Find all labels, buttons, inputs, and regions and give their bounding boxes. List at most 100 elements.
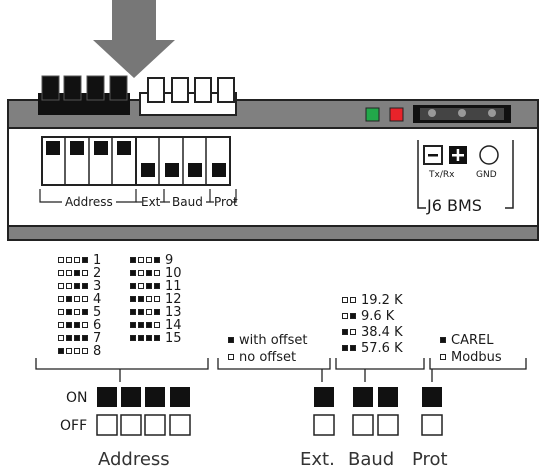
code-row: 13 (130, 306, 182, 319)
code-label: 7 (93, 331, 102, 346)
switch-off-icon (154, 270, 160, 276)
gnd-label: GND (476, 170, 497, 180)
code-label: with offset (239, 333, 308, 348)
switch-on-icon (154, 283, 160, 289)
board-bottom-strip (7, 225, 539, 241)
legend-prot-label: Prot (412, 449, 448, 470)
board-dip-switches (41, 136, 231, 186)
code-row: 5 (58, 306, 101, 319)
switch-on-icon (138, 296, 144, 302)
code-label: 13 (165, 305, 182, 320)
switch-on-icon (154, 257, 160, 263)
switch-on-icon (146, 270, 152, 276)
code-label: no offset (239, 350, 297, 365)
switch-on-icon (66, 309, 72, 315)
switch-off-icon (138, 283, 144, 289)
switch-on-icon (66, 296, 72, 302)
switch-on-icon (146, 322, 152, 328)
switch-on-icon (74, 322, 80, 328)
switch-on-icon (66, 322, 72, 328)
code-label: 15 (165, 331, 182, 346)
switch-on-icon (350, 313, 356, 319)
code-row: Modbus (440, 351, 502, 364)
insert-arrow-icon (93, 0, 175, 78)
code-row: 15 (130, 332, 182, 345)
on-label: ON (66, 390, 88, 406)
switch-off-icon (74, 257, 80, 263)
switch-on-icon (74, 270, 80, 276)
code-row: no offset (228, 351, 296, 364)
switch-off-icon (74, 309, 80, 315)
code-row: 57.6 K (342, 342, 403, 355)
code-label: 19.2 K (361, 293, 403, 308)
switch-on-icon (342, 345, 348, 351)
switch-on-icon (154, 309, 160, 315)
board-group-brackets (39, 189, 237, 203)
switch-off-icon (228, 354, 234, 360)
code-label: 57.6 K (361, 341, 403, 356)
board-ext-label: Ext (141, 195, 161, 209)
code-row: 4 (58, 293, 101, 306)
switch-on-icon (138, 322, 144, 328)
switch-off-icon (58, 309, 64, 315)
code-row: 7 (58, 332, 101, 345)
code-label: 3 (93, 279, 102, 294)
code-row: 8 (58, 345, 101, 358)
code-row: 19.2 K (342, 294, 403, 307)
switch-off-icon (66, 270, 72, 276)
switch-on-icon (82, 283, 88, 289)
code-label: 5 (93, 305, 102, 320)
switch-off-icon (58, 296, 64, 302)
switch-on-icon (130, 270, 136, 276)
code-label: 9.6 K (361, 309, 395, 324)
switch-on-icon (58, 348, 64, 354)
board-prot-label: Prot (214, 195, 238, 209)
switch-off-icon (154, 322, 160, 328)
switch-off-icon (58, 335, 64, 341)
code-label: 12 (165, 292, 182, 307)
legend-baud-label: Baud (348, 449, 395, 470)
code-row: 14 (130, 319, 182, 332)
switch-on-icon (342, 329, 348, 335)
switch-on-icon (130, 283, 136, 289)
code-label: Modbus (451, 350, 502, 365)
code-row: 9 (130, 254, 173, 267)
code-row: CAREL (440, 334, 493, 347)
switch-off-icon (146, 296, 152, 302)
bms-title: J6 BMS (427, 196, 482, 215)
switch-off-icon (146, 309, 152, 315)
switch-off-icon (58, 270, 64, 276)
switch-off-icon (350, 297, 356, 303)
switch-on-icon (82, 309, 88, 315)
switch-on-icon (350, 345, 356, 351)
switch-on-icon (228, 337, 234, 343)
white-connector (139, 77, 237, 116)
switch-on-icon (130, 322, 136, 328)
code-label: 6 (93, 318, 102, 333)
switch-on-icon (146, 335, 152, 341)
code-row: 10 (130, 267, 182, 280)
switch-off-icon (342, 313, 348, 319)
switch-on-icon (138, 335, 144, 341)
green-led (365, 107, 380, 122)
bms-socket (413, 105, 511, 123)
switch-on-icon (74, 335, 80, 341)
code-row: 2 (58, 267, 101, 280)
code-label: 1 (93, 253, 102, 268)
switch-off-icon (440, 354, 446, 360)
txrx-label: Tx/Rx (429, 170, 455, 180)
switch-on-icon (66, 335, 72, 341)
switch-on-icon (82, 257, 88, 263)
code-row: 12 (130, 293, 182, 306)
code-row: 38.4 K (342, 326, 403, 339)
switch-off-icon (138, 257, 144, 263)
switch-off-icon (66, 283, 72, 289)
off-label: OFF (60, 418, 88, 434)
legend-ext-label: Ext. (300, 449, 335, 470)
switch-off-icon (58, 283, 64, 289)
code-label: 4 (93, 292, 102, 307)
legend-switches (96, 387, 443, 436)
switch-on-icon (130, 309, 136, 315)
switch-off-icon (82, 322, 88, 328)
